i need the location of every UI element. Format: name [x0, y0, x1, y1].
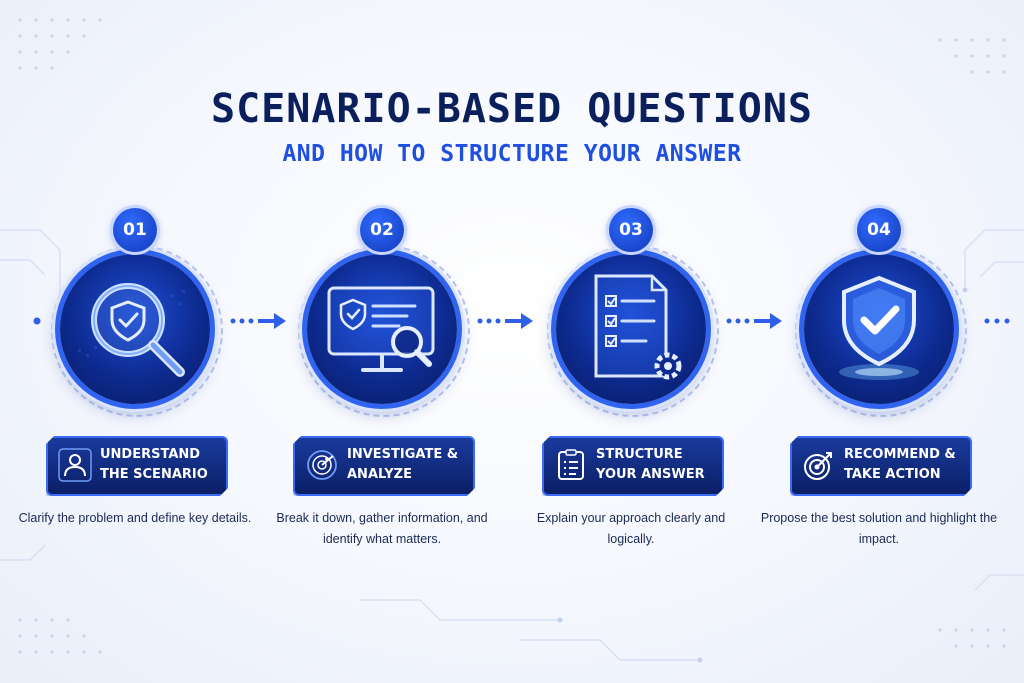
step-label: UNDERSTAND THE SCENARIO [100, 445, 224, 485]
step-label-line1: UNDERSTAND [100, 447, 201, 462]
step-label-line2: ANALYZE [347, 467, 412, 482]
checklist-gear-icon [594, 274, 682, 380]
step-illustration [307, 254, 457, 404]
page-title: SCENARIO-BASED QUESTIONS [211, 86, 813, 132]
step-label: STRUCTURE YOUR ANSWER [596, 445, 720, 485]
step-label-box: RECOMMEND & TAKE ACTION [790, 436, 972, 496]
clipboard-list-icon [554, 448, 588, 482]
radar-icon [305, 448, 339, 482]
step-1: 01 UNDERSTAND THE SCENARIO Clarify the p… [6, 200, 256, 600]
step-number-badge: 02 [360, 208, 404, 252]
step-number-badge: 04 [857, 208, 901, 252]
step-label: RECOMMEND & TAKE ACTION [844, 445, 968, 485]
arrow-right-icon [726, 313, 782, 329]
step-description: Break it down, gather information, and i… [276, 511, 488, 546]
monitor-search-icon [327, 286, 435, 372]
step-label-line1: STRUCTURE [596, 447, 683, 462]
step-label-line2: YOUR ANSWER [596, 467, 705, 482]
step-label-line1: RECOMMEND & [844, 447, 956, 462]
step-2: 02 INVESTIGATE & ANALYZE Break it down, … [253, 200, 503, 600]
step-label-box: UNDERSTAND THE SCENARIO [46, 436, 228, 496]
step-number-badge: 01 [113, 208, 157, 252]
step-illustration [556, 254, 706, 404]
target-icon [802, 448, 836, 482]
step-label: INVESTIGATE & ANALYZE [347, 445, 471, 485]
step-label-line2: TAKE ACTION [844, 467, 941, 482]
step-4: 04 RECOMMEND & TAKE ACTION Propose the b… [750, 200, 1000, 600]
step-illustration [60, 254, 210, 404]
step-number-badge: 03 [609, 208, 653, 252]
step-label-line1: INVESTIGATE & [347, 447, 459, 462]
step-description: Clarify the problem and define key detai… [18, 511, 252, 525]
step-description: Propose the best solution and highlight … [760, 511, 998, 546]
arrow-right-icon [230, 313, 286, 329]
step-description: Explain your approach clearly and logica… [536, 511, 726, 546]
page-subtitle: AND HOW TO STRUCTURE YOUR ANSWER [282, 141, 742, 167]
arrow-right-icon [477, 313, 533, 329]
step-3: 03 STRUCTURE YOUR ANSWER Explain your ap… [502, 200, 752, 600]
shield-check-icon [839, 275, 919, 380]
person-icon [58, 448, 92, 482]
step-illustration [804, 254, 954, 404]
step-label-box: INVESTIGATE & ANALYZE [293, 436, 475, 496]
step-label-box: STRUCTURE YOUR ANSWER [542, 436, 724, 496]
magnifier-shield-icon [78, 283, 185, 377]
step-label-line2: THE SCENARIO [100, 467, 208, 482]
